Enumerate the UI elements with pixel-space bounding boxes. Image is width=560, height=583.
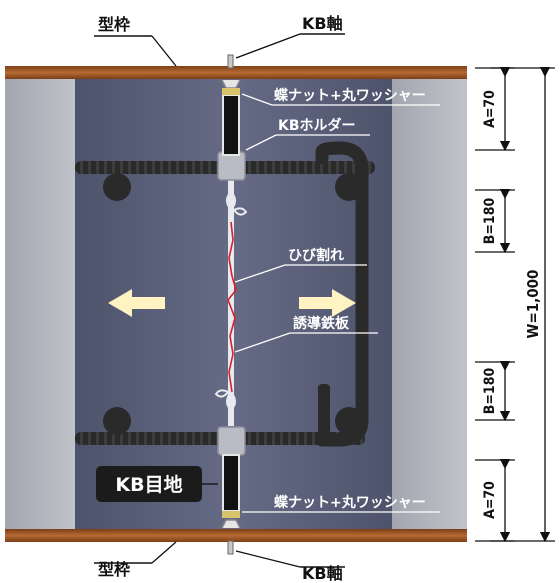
kb-joint-top-bar <box>222 94 240 156</box>
kb-joint-bottom-bar <box>222 454 240 512</box>
label-underlines-white <box>272 104 440 513</box>
plate-clip-bottom <box>214 389 236 412</box>
induction-plate <box>228 176 234 426</box>
label-underlines <box>94 33 345 568</box>
rebar-section-bottom-left <box>103 407 131 435</box>
kb-axis-bottom-pin <box>227 540 234 555</box>
label-wingnut-bottom: 蝶ナット+丸ワッシャー <box>274 494 426 511</box>
rebar-section-top-left <box>103 173 131 201</box>
rebar-section-bottom-right <box>335 407 363 435</box>
label-kb-axis-top: KB軸 <box>302 14 343 33</box>
plate-clip-top <box>226 190 248 216</box>
kb-axis-top-nut <box>221 79 241 89</box>
rebar-vertical-hook <box>315 141 369 447</box>
side-panel-left <box>5 78 75 530</box>
leader-lines-dark <box>151 33 301 568</box>
dim-b-top: B=180 <box>482 198 498 245</box>
label-kb-joint: KB目地 <box>115 473 182 496</box>
formwork-top <box>5 66 467 79</box>
crack-line <box>227 221 237 393</box>
side-panel-right <box>392 78 467 530</box>
rebar-vertical-stub <box>318 384 330 439</box>
kb-holder-top <box>217 151 246 181</box>
kb-joint-label-box <box>96 466 202 502</box>
dim-a-top: A=70 <box>482 90 498 128</box>
label-induction-plate: 誘導鉄板 <box>293 315 350 332</box>
label-kb-holder: KBホルダー <box>278 117 356 134</box>
kb-axis-bottom-nut <box>221 519 241 529</box>
dim-a-bottom: A=70 <box>482 481 498 519</box>
label-wingnut-top: 蝶ナット+丸ワッシャー <box>274 87 426 104</box>
kb-axis-top-pin <box>227 54 234 69</box>
label-crack: ひび割れ <box>288 247 344 264</box>
kb-axis-top-washer <box>222 88 240 95</box>
arrow-left-icon <box>108 289 165 317</box>
arrow-right-icon <box>299 289 356 317</box>
formwork-bottom <box>5 529 467 542</box>
label-formwork-top: 型枠 <box>98 15 130 34</box>
dimension-lines <box>475 66 555 543</box>
kb-axis-bottom-washer <box>222 511 240 518</box>
leader-lines-white <box>234 93 291 513</box>
label-formwork-bottom: 型枠 <box>98 560 130 579</box>
rebar-section-top-right <box>335 173 363 201</box>
kb-holder-bottom <box>217 426 246 456</box>
label-kb-axis-bottom: KB軸 <box>302 564 343 583</box>
dim-width: W=1,000 <box>524 270 542 339</box>
dim-b-bottom: B=180 <box>482 368 498 415</box>
